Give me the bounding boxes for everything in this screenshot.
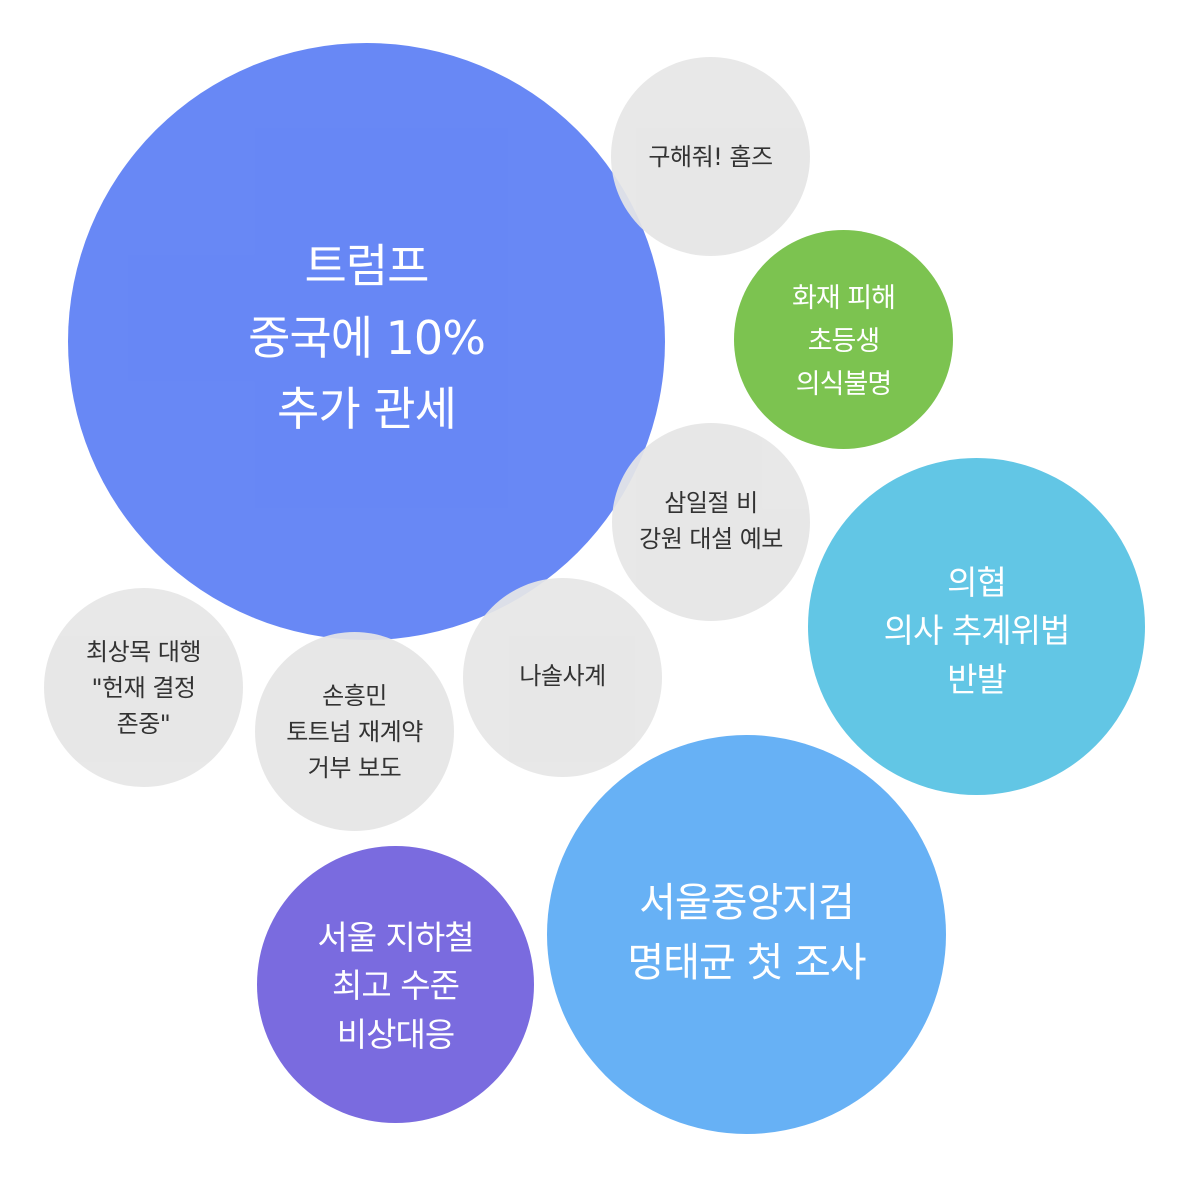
bubble-label-line: 의협	[947, 562, 1007, 602]
bubble-label-line: 반발	[947, 659, 1007, 699]
bubble-label: 화재 피해 초등생 의식불명	[792, 277, 896, 407]
bubble-label-line: 의식불명	[795, 369, 892, 401]
bubble-label: 서울중앙지검 명태균 첫 조사	[627, 873, 866, 993]
bubble-label-line: 의사 추계위법	[883, 611, 1071, 651]
bubble-seoul-subway[interactable]: 서울 지하철 최고 수준 비상대응	[257, 846, 534, 1123]
bubble-label: 손흥민 토트넘 재계약 거부 보도	[286, 678, 423, 786]
bubble-help-holmes[interactable]: 구해줘! 홈즈	[611, 57, 810, 256]
bubble-label-line: 트럼프	[304, 238, 430, 293]
bubble-label-line: 삼일절 비	[664, 489, 758, 517]
bubble-label-line: "헌재 결정	[91, 673, 197, 702]
bubble-label: 최상목 대행 "헌재 결정 존중"	[85, 634, 202, 742]
bubble-son-heungmin[interactable]: 손흥민 토트넘 재계약 거부 보도	[255, 632, 454, 831]
bubble-march-first-rain[interactable]: 삼일절 비 강원 대설 예보	[612, 423, 810, 621]
bubble-label-line: 구해줘! 홈즈	[648, 142, 773, 171]
bubble-label-line: 화재 피해	[792, 282, 896, 314]
bubble-medical-association[interactable]: 의협 의사 추계위법 반발	[808, 458, 1145, 795]
bubble-label-line: 서울중앙지검	[639, 879, 855, 926]
bubble-label: 트럼프 중국에 10% 추가 관세	[248, 231, 486, 446]
bubble-label: 삼일절 비 강원 대설 예보	[639, 485, 783, 557]
bubble-label-line: 최상목 대행	[85, 637, 202, 666]
bubble-label-line: 강원 대설 예보	[639, 525, 783, 553]
bubble-label-line: 초등생	[807, 325, 881, 357]
bubble-label-line: 명태균 첫 조사	[627, 939, 866, 986]
bubble-nasol-sagye[interactable]: 나솔사계	[463, 578, 662, 777]
bubble-label-line: 서울 지하철	[317, 917, 474, 957]
bubble-label-line: 토트넘 재계약	[286, 717, 423, 746]
bubble-label-line: 손흥민	[322, 681, 387, 710]
bubble-label: 서울 지하철 최고 수준 비상대응	[317, 914, 474, 1060]
bubble-label-line: 거부 보도	[307, 753, 402, 782]
bubble-label-line: 비상대응	[336, 1014, 455, 1054]
bubble-label-line: 최고 수준	[332, 966, 460, 1006]
bubble-label: 의협 의사 추계위법 반발	[883, 559, 1071, 705]
bubble-label: 구해줘! 홈즈	[648, 139, 773, 175]
bubble-label-line: 중국에 10%	[248, 310, 486, 365]
bubble-label: 나솔사계	[519, 658, 606, 694]
bubble-label-line: 추가 관세	[277, 382, 457, 437]
bubble-trump-china-tariff[interactable]: 트럼프 중국에 10% 추가 관세	[68, 43, 665, 640]
bubble-label-line: 나솔사계	[519, 661, 606, 690]
bubble-label-line: 존중"	[116, 709, 171, 738]
bubble-fire-student[interactable]: 화재 피해 초등생 의식불명	[734, 230, 953, 449]
bubble-choi-sangmok[interactable]: 최상목 대행 "헌재 결정 존중"	[44, 588, 243, 787]
bubble-seoul-prosecutors[interactable]: 서울중앙지검 명태균 첫 조사	[547, 735, 946, 1134]
